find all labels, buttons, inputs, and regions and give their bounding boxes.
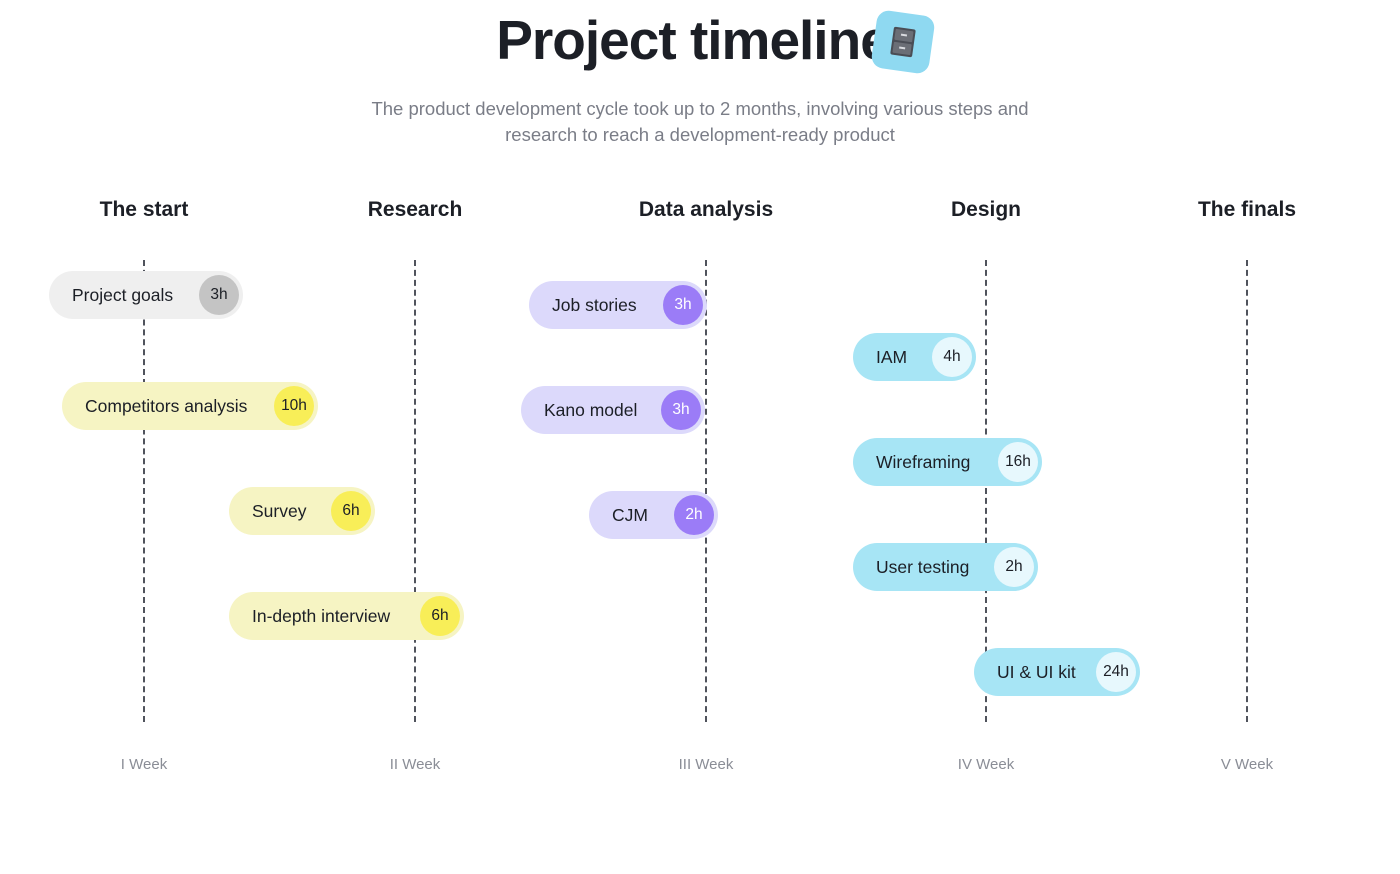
- task-wireframing[interactable]: Wireframing 16h: [853, 438, 1042, 486]
- phase-heading-start: The start: [99, 198, 189, 221]
- task-label: Project goals: [72, 284, 174, 305]
- task-label: CJM: [612, 504, 648, 525]
- task-label: Survey: [252, 500, 307, 521]
- week-4-line: [985, 260, 987, 722]
- page-subtitle: The product development cycle took up to…: [350, 96, 1050, 148]
- task-label: User testing: [876, 556, 970, 577]
- week-2-line: [414, 260, 416, 722]
- subtitle-line-2: research to reach a development-ready pr…: [505, 124, 895, 145]
- phase-heading-data-analysis: Data analysis: [638, 198, 774, 221]
- page-title: Project timeline: [496, 9, 891, 71]
- task-cjm[interactable]: CJM 2h: [589, 491, 718, 539]
- task-in-depth-interview[interactable]: In-depth interview 6h: [229, 592, 464, 640]
- subtitle-line-1: The product development cycle took up to…: [371, 98, 1029, 119]
- task-label: Wireframing: [876, 451, 971, 472]
- task-competitors-analysis[interactable]: Competitors analysis 10h: [62, 382, 318, 430]
- task-hours-badge: 6h: [420, 596, 460, 636]
- task-job-stories[interactable]: Job stories 3h: [529, 281, 707, 329]
- task-hours-badge: 3h: [661, 390, 701, 430]
- title-row: Project timeline: [0, 8, 1400, 72]
- task-label: Job stories: [552, 294, 637, 315]
- task-iam[interactable]: IAM 4h: [853, 333, 976, 381]
- task-hours-badge: 3h: [199, 275, 239, 315]
- cabinet-icon: [870, 9, 936, 75]
- phase-heading-finals: The finals: [1197, 198, 1297, 221]
- week-1-line: [143, 260, 145, 722]
- week-3-line: [705, 260, 707, 722]
- week-label-2: II Week: [389, 756, 441, 773]
- task-label: IAM: [876, 346, 908, 367]
- task-hours-badge: 4h: [932, 337, 972, 377]
- week-label-5: V Week: [1220, 756, 1274, 773]
- phase-heading-design: Design: [950, 198, 1021, 221]
- task-label: Kano model: [544, 399, 638, 420]
- task-hours-badge: 2h: [674, 495, 714, 535]
- task-label: Competitors analysis: [85, 395, 248, 416]
- phase-heading-research: Research: [367, 198, 463, 221]
- task-hours-badge: 10h: [274, 386, 314, 426]
- task-hours-badge: 3h: [663, 285, 703, 325]
- task-ui-kit[interactable]: UI & UI kit 24h: [974, 648, 1140, 696]
- task-hours-badge: 6h: [331, 491, 371, 531]
- task-hours-badge: 16h: [998, 442, 1038, 482]
- task-user-testing[interactable]: User testing 2h: [853, 543, 1038, 591]
- task-hours-badge: 2h: [994, 547, 1034, 587]
- task-project-goals[interactable]: Project goals 3h: [49, 271, 243, 319]
- week-label-1: I Week: [120, 756, 168, 773]
- week-label-4: IV Week: [957, 756, 1015, 773]
- week-label-3: III Week: [678, 756, 734, 773]
- task-label: In-depth interview: [252, 605, 391, 626]
- week-5-line: [1246, 260, 1248, 722]
- task-label: UI & UI kit: [997, 661, 1076, 682]
- task-hours-badge: 24h: [1096, 652, 1136, 692]
- task-kano-model[interactable]: Kano model 3h: [521, 386, 705, 434]
- task-survey[interactable]: Survey 6h: [229, 487, 375, 535]
